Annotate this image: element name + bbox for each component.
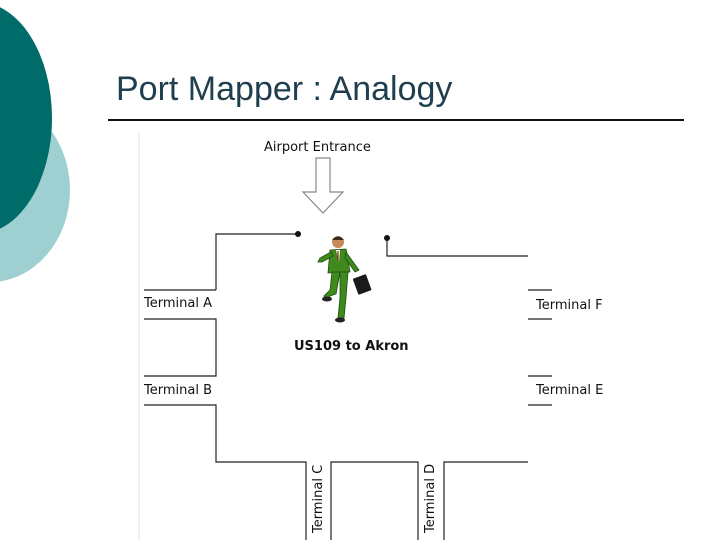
terminal-a-label: Terminal A — [143, 296, 212, 311]
gate-post-right — [384, 235, 390, 241]
slide-title: Port Mapper : Analogy — [116, 70, 453, 108]
wall-terminal-c-d — [330, 461, 419, 540]
entrance-label: Airport Entrance — [264, 140, 371, 155]
terminal-d-label: Terminal D — [423, 464, 438, 534]
wall-bottom-left — [144, 404, 307, 540]
terminal-f-label: Terminal F — [535, 298, 603, 313]
terminal-walls — [144, 233, 552, 540]
down-arrow-icon — [301, 157, 345, 214]
wall-top-right — [386, 237, 528, 257]
wall-terminal-b-top — [144, 318, 217, 377]
terminal-e-label: Terminal E — [535, 383, 603, 398]
bus-label: US109 to Akron — [294, 339, 409, 354]
wall-bottom-right — [443, 461, 528, 540]
title-divider — [108, 119, 684, 121]
terminal-b-label: Terminal B — [143, 383, 212, 398]
wall-top-left — [215, 233, 298, 290]
diagram-panel — [138, 133, 568, 540]
terminal-c-label: Terminal C — [311, 465, 326, 534]
dark-teal-circle — [0, 7, 52, 229]
running-businessman-icon — [317, 236, 372, 323]
gate-post-left — [295, 231, 301, 237]
